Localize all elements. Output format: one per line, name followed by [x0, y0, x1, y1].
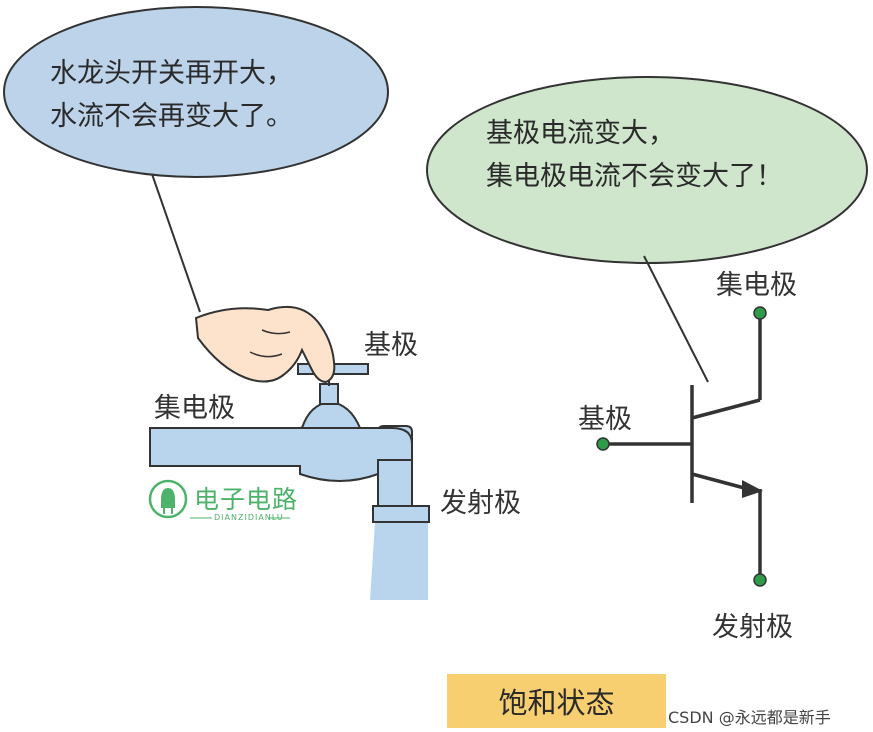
left-bubble-pointer [151, 173, 201, 313]
emitter-terminal-dot [753, 573, 767, 587]
collector-arm [691, 398, 761, 420]
right-bubble-pointer [643, 255, 709, 383]
state-label: 饱和状态 [498, 686, 615, 720]
collector-terminal-dot [753, 306, 767, 320]
left-bubble-line2: 水流不会再变大了。 [50, 101, 293, 132]
right-bubble-line2: 集电极电流不会变大了！ [486, 161, 783, 192]
faucet-pipe [149, 423, 413, 482]
water-stream [370, 522, 428, 600]
state-badge: 饱和状态 [447, 674, 666, 728]
faucet-emitter-label: 发射极 [440, 488, 521, 519]
left-bubble-line1: 水龙头开关再开大， [50, 58, 293, 89]
left-speech-bubble [3, 6, 389, 313]
faucet-base-label: 基极 [364, 330, 418, 361]
logo-icon [148, 479, 290, 519]
logo-subtext: DIANZIDIANLU [214, 513, 284, 522]
right-bubble-line1: 基极电流变大， [486, 118, 675, 149]
logo-text: 电子电路 [194, 485, 299, 514]
watermark: CSDN @永远都是新手 [668, 708, 831, 727]
faucet-collector-label: 集电极 [154, 393, 235, 424]
base-terminal-dot [596, 437, 610, 451]
transistor-collector-label: 集电极 [716, 270, 797, 301]
emitter-arrow-icon [742, 480, 763, 498]
transistor-symbol [603, 313, 762, 580]
faucet-valve-body [300, 400, 362, 429]
transistor-base-label: 基极 [578, 404, 632, 435]
hand-icon [194, 306, 336, 384]
right-speech-bubble [426, 76, 868, 383]
faucet-illustration [149, 363, 430, 600]
faucet-nozzle [372, 505, 430, 523]
transistor-emitter-label: 发射极 [712, 612, 793, 643]
emitter-arm [691, 472, 749, 491]
faucet-stem [319, 383, 339, 405]
